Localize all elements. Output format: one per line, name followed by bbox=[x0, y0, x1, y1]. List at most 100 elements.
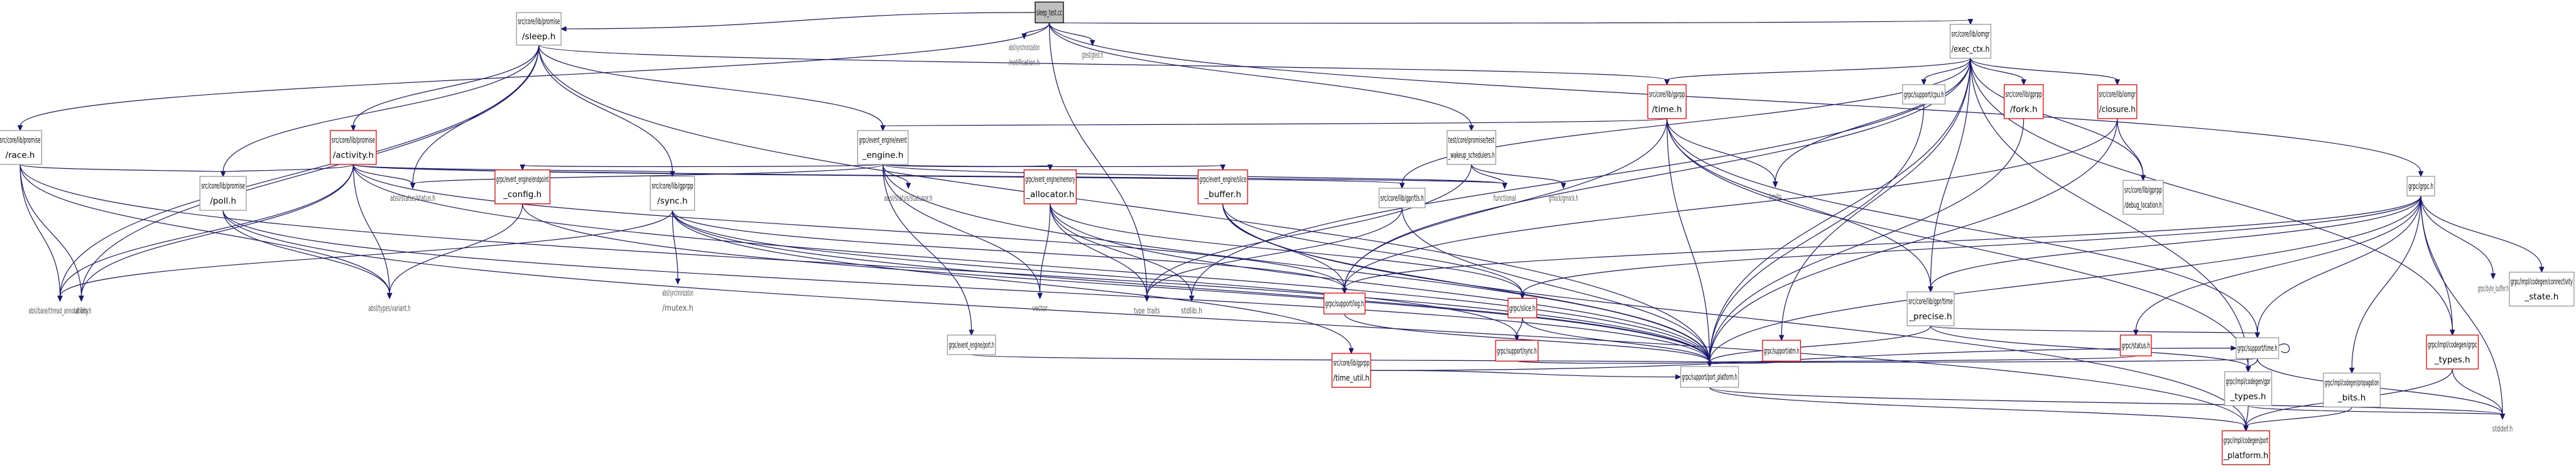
edge-promise_sleep-to-gprpp_sync bbox=[538, 45, 675, 178]
node-label-line: src/core/lib/gprpp bbox=[651, 181, 693, 191]
edge-line bbox=[1470, 164, 1506, 185]
edge-exec_ctx-to-iomgr_closure bbox=[1970, 58, 2121, 86]
node-promise-poll[interactable]: src/core/lib/promise/poll.h bbox=[199, 176, 247, 211]
edge-line bbox=[1970, 58, 2249, 368]
edge-gprpp_time-to-support_time bbox=[1666, 118, 2261, 339]
edge-port_platform-to-stddef bbox=[1709, 387, 2506, 420]
node-port-platform[interactable]: grpc/support/port_platform.h bbox=[1680, 366, 1739, 388]
node-absl-status[interactable]: absl/status/status.h bbox=[389, 188, 437, 208]
edge-arrowhead bbox=[1399, 183, 1405, 190]
node-label-line: src/core/lib/promise bbox=[201, 181, 245, 191]
edge-gprpp_sync-to-thread_annotations bbox=[57, 210, 673, 302]
edge-ee_memory_allocator-to-type_traits bbox=[1050, 203, 1150, 302]
node-gprpp-time[interactable]: src/core/lib/gprpp/time.h bbox=[1647, 84, 1687, 119]
edge-line bbox=[1709, 325, 1932, 363]
edge-ee_event_engine-to-port_platform bbox=[882, 164, 1712, 368]
edge-line bbox=[1050, 203, 1192, 297]
node-vector[interactable]: vector bbox=[1031, 298, 1048, 318]
edge-grpc_h-to-connectivity_state bbox=[2420, 196, 2545, 273]
edge-line bbox=[2247, 405, 2503, 416]
node-byte-buffer[interactable]: grpc/byte_buffer.h bbox=[2476, 279, 2509, 298]
node-stdlib[interactable]: stdlib.h bbox=[1180, 301, 1204, 321]
node-limits[interactable]: limits bbox=[1768, 187, 1783, 206]
node-propagation-bits[interactable]: grpc/impl/codegen/propagation_bits.h bbox=[2323, 372, 2381, 408]
node-absl-statusor[interactable]: absl/status/statusor.h bbox=[883, 188, 934, 208]
node-promise-activity[interactable]: src/core/lib/promise/activity.h bbox=[330, 130, 377, 165]
edge-arrowhead bbox=[410, 183, 416, 190]
node-support-log[interactable]: grpc/support/log.h bbox=[1323, 292, 1366, 314]
node-ee-slice-buffer[interactable]: grpc/event_engine/slice_buffer.h bbox=[1197, 169, 1248, 205]
edge-line bbox=[1191, 58, 1971, 297]
node-codegen-gpr-types[interactable]: grpc/impl/codegen/gpr_types.h bbox=[2224, 371, 2273, 407]
node-label-line: grpc/slice.h bbox=[1509, 303, 1536, 313]
node-thread-annotations[interactable]: absl/base/thread_annotations.h bbox=[27, 301, 92, 321]
edge-arrowhead bbox=[1502, 183, 1508, 190]
node-support-time[interactable]: grpc/support/time.h bbox=[2236, 337, 2280, 359]
node-absl-variant[interactable]: absl/types/variant.h bbox=[367, 298, 411, 318]
node-support-atm[interactable]: grpc/support/atm.h bbox=[1762, 340, 1802, 362]
node-test-wakeup[interactable]: test/core/promise/test_wakeup_schedulers… bbox=[1447, 130, 1496, 165]
edge-line bbox=[2351, 196, 2421, 369]
edge-time_precise-to-support_time bbox=[1930, 325, 2261, 339]
node-label-line: src/core/lib/promise bbox=[332, 135, 375, 145]
node-gprpp-fork[interactable]: src/core/lib/gprpp/fork.h bbox=[2004, 84, 2044, 119]
edge-gprpp_time_util-to-port_platform bbox=[1370, 370, 1682, 380]
edge-line bbox=[1930, 196, 2421, 287]
edge-grpc_h-to-port_platform bbox=[1707, 196, 2421, 368]
node-codegen-grpc-types[interactable]: grpc/impl/codegen/grpc_types.h bbox=[2426, 335, 2479, 370]
node-stddef[interactable]: stddef.h bbox=[2491, 419, 2514, 439]
edge-root-to-test_wakeup bbox=[1048, 23, 1474, 132]
node-support-cpu[interactable]: grpc/support/cpu.h bbox=[1902, 84, 1946, 105]
edge-line bbox=[1344, 196, 2421, 289]
node-support-sync[interactable]: grpc/support/sync.h bbox=[1495, 340, 1539, 362]
node-codegen-port-platform[interactable]: grpc/impl/codegen/port_platform.h bbox=[2222, 430, 2270, 466]
node-debug-location[interactable]: src/core/lib/gprpp/debug_location.h bbox=[2122, 180, 2164, 215]
edge-gprpp_sync-to-support_sync bbox=[671, 210, 1520, 341]
node-ee-memory-allocator[interactable]: grpc/event_engine/memory_allocator.h bbox=[1023, 169, 1077, 205]
edge-line bbox=[222, 45, 540, 173]
node-connectivity-state[interactable]: grpc/impl/codegen/connectivity_state.h bbox=[2509, 271, 2575, 307]
node-label-line: src/core/lib/iomgr bbox=[1952, 29, 1990, 39]
node-label-line: grpc/byte_buffer.h bbox=[2477, 284, 2508, 294]
node-iomgr-closure[interactable]: src/core/lib/iomgr/closure.h bbox=[2097, 84, 2138, 119]
edge-arrowhead bbox=[57, 296, 63, 302]
edge-arrowhead bbox=[2021, 79, 2027, 86]
node-utility[interactable]: utility bbox=[73, 301, 90, 321]
node-absl-notification[interactable]: absl/synchronization/notification.h bbox=[1008, 39, 1041, 72]
node-gtest[interactable]: gtest/gtest.h bbox=[1080, 45, 1104, 65]
edge-arrowhead bbox=[386, 292, 393, 299]
node-absl-mutex[interactable]: absl/synchronization/mutex.h bbox=[661, 284, 694, 316]
node-label-line: absl/synchronization bbox=[662, 288, 693, 298]
node-grpc-h[interactable]: grpc/grpc.h bbox=[2406, 176, 2435, 196]
node-promise-sleep[interactable]: src/core/lib/promise/sleep.h bbox=[516, 12, 562, 46]
node-exec-ctx[interactable]: src/core/lib/iomgr/exec_ctx.h bbox=[1949, 24, 1992, 59]
node-label-line: _buffer.h bbox=[1204, 190, 1241, 200]
node-box bbox=[2004, 84, 2044, 119]
node-gprtls[interactable]: src/core/lib/gpr/tls.h bbox=[1378, 188, 1426, 208]
edge-arrowhead bbox=[969, 330, 974, 336]
node-label-line: src/core/lib/promise bbox=[0, 135, 40, 145]
node-functional[interactable]: functional bbox=[1492, 188, 1517, 208]
node-type-traits[interactable]: type_traits bbox=[1133, 301, 1161, 321]
edge-line bbox=[1370, 348, 2236, 371]
node-support-status[interactable]: grpc/status.h bbox=[2119, 335, 2152, 357]
node-label-line: /time_util.h bbox=[1333, 373, 1369, 384]
node-gmock[interactable]: gmock/gmock.h bbox=[1548, 188, 1580, 208]
edge-line bbox=[1048, 23, 1472, 126]
node-gprpp-time-util[interactable]: src/core/lib/gprpp/time_util.h bbox=[1331, 353, 1371, 388]
node-ee-event-engine[interactable]: grpc/event_engine/event_engine.h bbox=[857, 130, 909, 165]
node-ee-endpoint-config[interactable]: grpc/event_engine/endpoint_config.h bbox=[494, 169, 551, 205]
edge-port_platform-to-codegen_port_platform bbox=[1709, 387, 2249, 432]
node-ee-port[interactable]: grpc/event_engine/port.h bbox=[947, 335, 996, 355]
node-label-line: grpc/grpc.h bbox=[2408, 181, 2433, 191]
edge-gprpp_time-to-ee_event_engine bbox=[880, 118, 1668, 132]
edge-gprpp_sync-to-absl_mutex bbox=[671, 210, 681, 285]
node-gprpp-sync[interactable]: src/core/lib/gprpp/sync.h bbox=[649, 176, 695, 211]
node-time-precise[interactable]: src/core/lib/gpr/time_precise.h bbox=[1906, 291, 1955, 326]
node-grpc-slice[interactable]: grpc/slice.h bbox=[1508, 298, 1538, 319]
node-promise-race[interactable]: src/core/lib/promise/race.h bbox=[0, 130, 43, 165]
edge-line bbox=[2117, 118, 2144, 176]
node-root[interactable]: sleep_test.cc bbox=[1035, 1, 1064, 24]
edge-arrowhead bbox=[1778, 335, 1785, 341]
